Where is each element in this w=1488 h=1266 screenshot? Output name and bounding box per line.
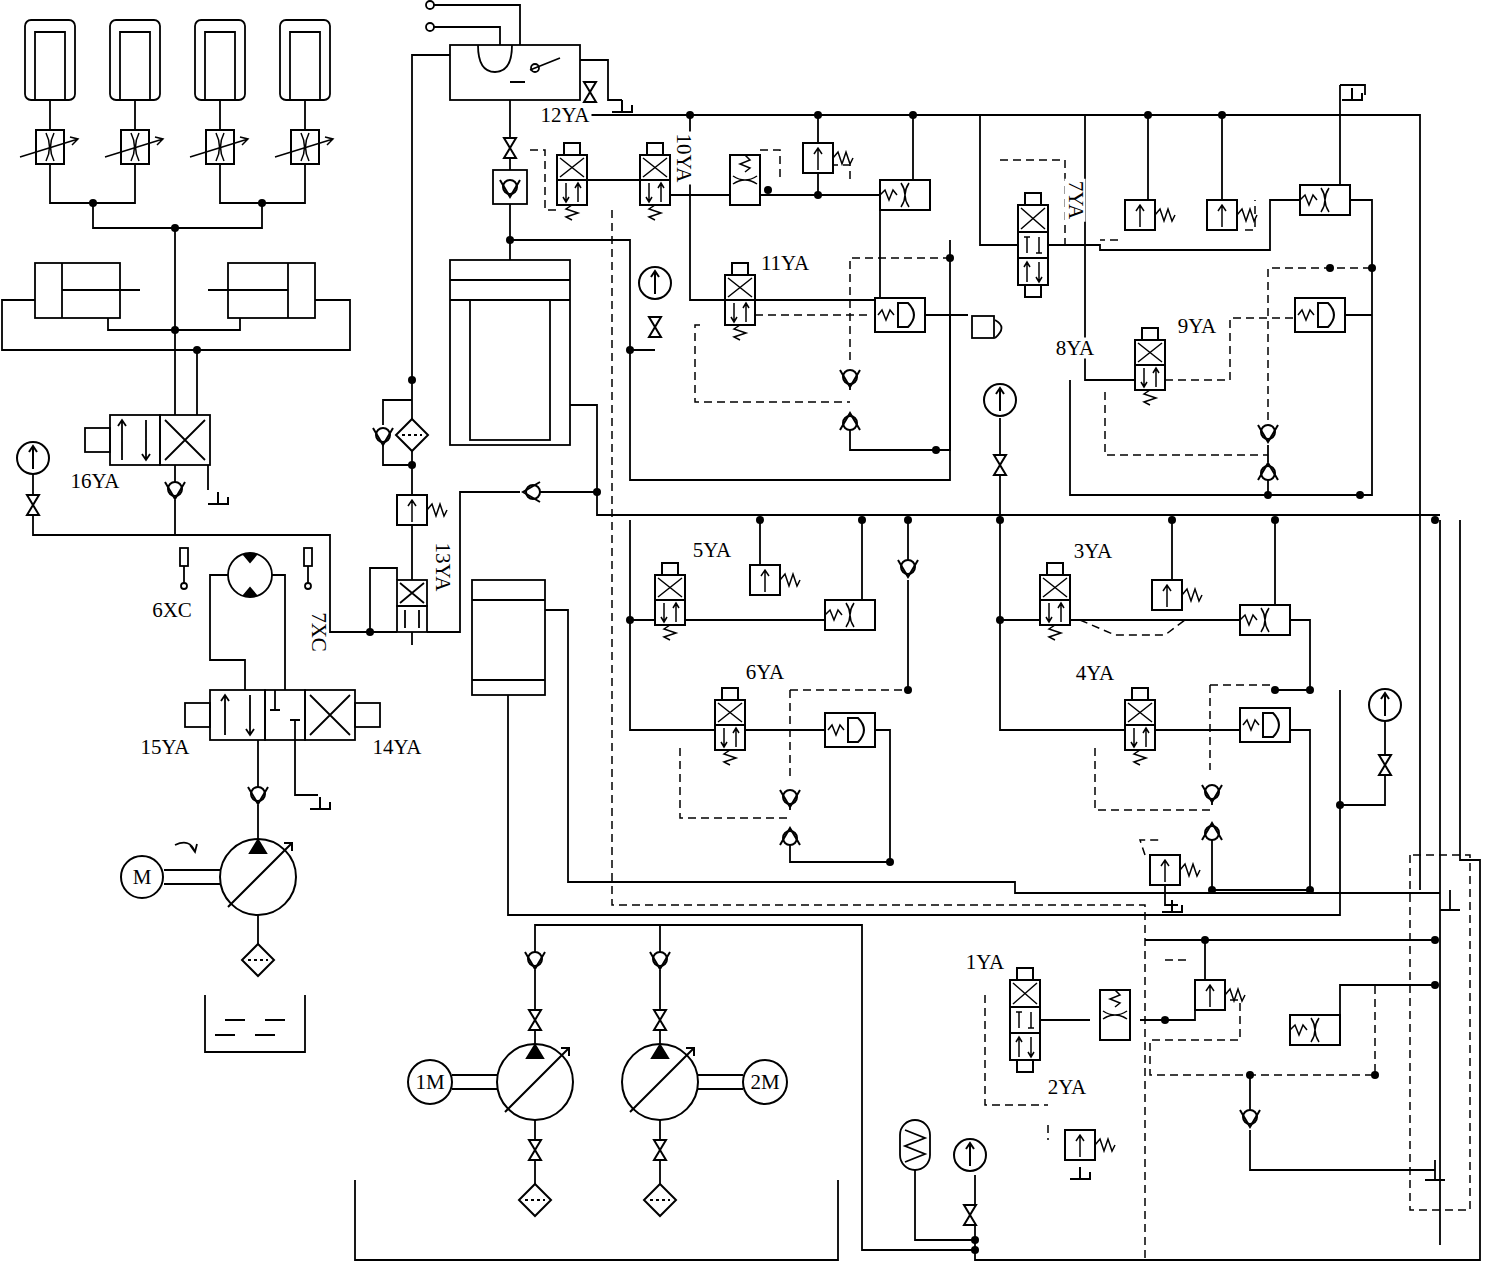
components bbox=[17, 82, 1401, 1225]
callout-label: 5YA bbox=[691, 540, 734, 561]
motor-circle: M bbox=[120, 855, 164, 899]
motor-label: 2M bbox=[750, 1072, 779, 1093]
callout-label: 7YA bbox=[1065, 179, 1086, 222]
pilot-lines bbox=[530, 150, 1470, 1260]
motor-label: 1M bbox=[415, 1072, 444, 1093]
callout-label: 7XC bbox=[308, 610, 329, 654]
callout-label: 9YA bbox=[1176, 316, 1219, 337]
callout-label: 14YA bbox=[370, 737, 423, 758]
motor-circle: 1M bbox=[407, 1059, 453, 1105]
callout-label: 6YA bbox=[744, 662, 787, 683]
callout-label: 1YA bbox=[964, 952, 1007, 973]
callout-label: 8YA bbox=[1054, 338, 1097, 359]
callout-label: 4YA bbox=[1074, 663, 1117, 684]
callout-label: 11YA bbox=[759, 253, 811, 274]
callout-label: 15YA bbox=[138, 737, 191, 758]
callout-label: 2YA bbox=[1046, 1077, 1089, 1098]
junction-dots bbox=[89, 111, 1439, 1254]
callout-label: 13YA bbox=[432, 540, 453, 593]
callout-label: 6XC bbox=[150, 600, 194, 621]
motor-circle: 2M bbox=[742, 1059, 788, 1105]
callout-label: 3YA bbox=[1072, 541, 1115, 562]
motor-label: M bbox=[133, 867, 152, 888]
callout-label: 12YA bbox=[538, 105, 591, 126]
callout-label: 16YA bbox=[68, 471, 121, 492]
callout-label: 10YA bbox=[673, 131, 694, 184]
